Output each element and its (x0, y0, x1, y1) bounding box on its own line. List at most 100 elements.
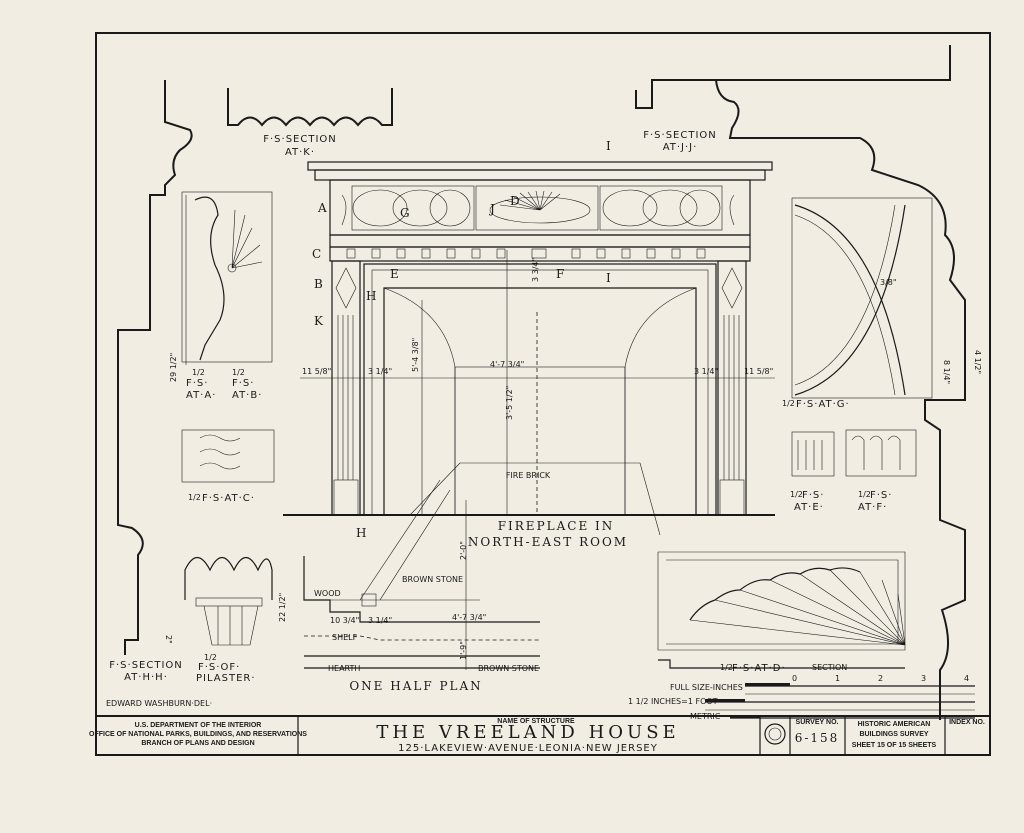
letter-e: E (390, 267, 401, 281)
hearth-projection (409, 462, 661, 536)
dim-11-left: 11 5/8" (302, 367, 331, 376)
dim-h-5-4: 5'-4 3/8" (411, 338, 420, 372)
one-half-plan (303, 479, 540, 670)
letter-b: B (314, 277, 325, 291)
dim-3-4-right: 3 1/4" (694, 367, 718, 376)
label-pilaster-2: PILASTER· (196, 673, 256, 684)
label-brown-stone: BROWN STONE (402, 575, 463, 584)
half-mark-b: 1/2 (232, 368, 245, 377)
dim-3-4-left: 3 1/4" (368, 367, 392, 376)
structure-address: 125·LAKEVIEW·AVENUE·LEONIA·NEW JERSEY (398, 743, 658, 754)
dim-29: 29 1/2" (169, 353, 178, 382)
label-pilaster: F·S·OF· (198, 662, 240, 673)
scale-metric: METRIC (690, 712, 721, 721)
letter-i-bottom: I (606, 271, 613, 285)
title-one-half-plan: ONE HALF PLAN (349, 679, 482, 693)
detail-e-f (791, 429, 917, 477)
survey-no-label: SURVEY NO. (796, 719, 839, 726)
detail-pilaster (184, 556, 273, 646)
letter-c: C (312, 247, 323, 261)
label-at-a: F·S· (186, 378, 208, 389)
scale-full-size: FULL SIZE-INCHES (670, 683, 743, 692)
dim-11-right: 11 5/8" (744, 367, 773, 376)
dim-3-4-vertical: 3 3/4" (531, 258, 540, 282)
label-wood: WOOD (314, 589, 341, 598)
label-at-f-2: AT·F· (858, 502, 887, 513)
label-at-g: F·S·AT·G· (796, 399, 850, 410)
label-fire-brick: FIRE BRICK (506, 471, 551, 480)
detail-a-b (181, 191, 273, 365)
label-section: SECTION (812, 663, 847, 672)
agency-line-3: BRANCH OF PLANS AND DESIGN (141, 740, 254, 747)
title-fireplace: FIREPLACE IN (498, 519, 615, 533)
dim-w-4-7: 4'-7 3/4" (490, 360, 524, 369)
half-mark-e: 1/2 (790, 490, 803, 499)
label-brown-stone-hearth: BROWN STONE (478, 664, 539, 673)
label-fs-section-k-2: AT·K· (285, 147, 315, 158)
name-of-structure-label: NAME OF STRUCTURE (497, 718, 575, 725)
letter-d: D (510, 194, 522, 208)
dim-22: 22 1/2" (278, 593, 287, 622)
agency-line-1: U.S. DEPARTMENT OF THE INTERIOR (135, 722, 262, 729)
label-section-hh-2: AT·H·H· (124, 672, 168, 683)
dim-2-0: 2'-0" (459, 541, 468, 560)
title-block-frame (96, 715, 990, 755)
half-mark-c: 1/2 (188, 493, 201, 502)
label-at-a-2: AT·A· (186, 390, 216, 401)
label-fs-section-jj-2: AT·J·J· (663, 142, 698, 153)
agency-line-2: OFFICE OF NATIONAL PARKS, BUILDINGS, AND… (89, 731, 307, 738)
label-at-b: F·S· (232, 378, 254, 389)
index-no-label: INDEX NO. (949, 719, 985, 726)
survey-name-2: BUILDINGS SURVEY (859, 731, 928, 738)
detail-g (791, 197, 933, 399)
structure-name: THE VREELAND HOUSE (376, 722, 679, 743)
label-at-d: F·S·AT·D· (732, 663, 786, 674)
label-shelf: SHELF (332, 633, 358, 642)
dim-h-3-5: 3'-5 1/2" (505, 386, 514, 420)
dim-3-8: 3/8" (880, 278, 897, 287)
mantel-elevation (283, 161, 775, 516)
dim-1-9: 1'-9" (459, 641, 468, 660)
scale-tick-1: 1 (835, 674, 840, 683)
section-hh-profile (117, 80, 193, 655)
graphic-scale (705, 683, 975, 719)
dim-4-right: 4 1/2" (973, 350, 982, 374)
letter-h-bottom: H (356, 526, 368, 540)
half-mark-g: 1/2 (782, 399, 795, 408)
label-fs-section-jj: F·S·SECTION (643, 130, 717, 141)
dim-10: 10 3/4" (330, 616, 359, 625)
section-k-profile (227, 88, 393, 127)
scale-tick-4: 4 (964, 674, 969, 683)
dim-4-7-plan: 4'-7 3/4" (452, 613, 486, 622)
dim-2: 2" (164, 635, 173, 644)
letter-a: A (317, 201, 329, 215)
letter-j: J (488, 202, 497, 216)
half-mark-a: 1/2 (192, 368, 205, 377)
survey-no: 6-158 (795, 731, 840, 745)
label-section-hh: F·S·SECTION (109, 660, 183, 671)
letter-g: G (400, 206, 412, 220)
label-at-b-2: AT·B· (232, 390, 262, 401)
label-at-c: F·S·AT·C· (202, 493, 255, 504)
label-at-e: F·S· (802, 490, 824, 501)
letter-h: H (366, 289, 378, 303)
scale-inches-foot: 1 1/2 INCHES=1 FOOT (628, 697, 718, 706)
label-fs-section-k: F·S·SECTION (263, 134, 337, 145)
detail-c (181, 429, 275, 483)
letter-f: F (556, 267, 566, 281)
detail-d-fan (657, 551, 906, 669)
label-delineator: EDWARD WASHBURN·DEL· (106, 699, 212, 708)
section-jj-profile (635, 45, 966, 720)
letter-k: K (314, 314, 325, 328)
title-fireplace-2: NORTH-EAST ROOM (468, 535, 628, 549)
half-mark-pilaster: 1/2 (204, 653, 217, 662)
label-at-f: F·S· (870, 490, 892, 501)
dim-3-plan: 3 1/4" (368, 616, 392, 625)
scale-tick-3: 3 (921, 674, 926, 683)
label-at-e-2: AT·E· (794, 502, 824, 513)
label-hearth: HEARTH (328, 664, 360, 673)
half-mark-d: 1/2 (720, 663, 733, 672)
sheet-border (95, 32, 991, 756)
